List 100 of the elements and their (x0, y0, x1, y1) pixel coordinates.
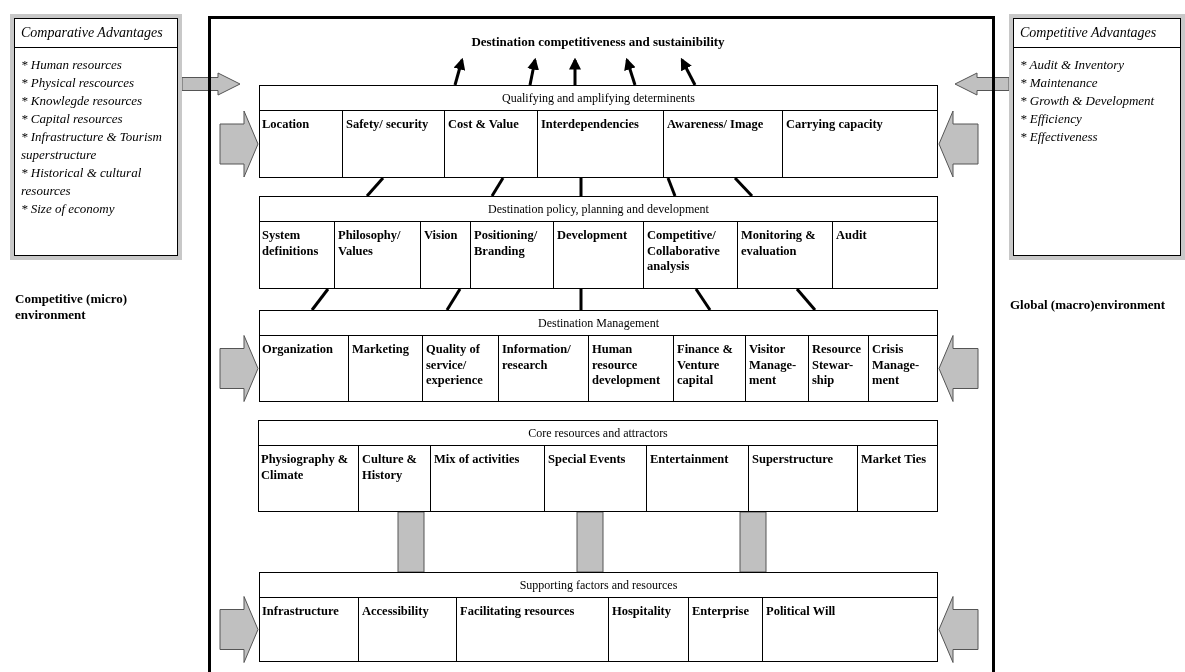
connector-line (795, 288, 817, 311)
factor-cell (470, 221, 553, 289)
factor-cell (537, 110, 663, 178)
factor-cell (673, 335, 745, 402)
block-arrow (219, 596, 259, 663)
factor-label: Facilitating resources (460, 604, 576, 620)
factor-cell (643, 221, 737, 289)
factor-cell (544, 445, 646, 512)
factor-label: Culture & History (362, 452, 418, 484)
factor-cell (430, 445, 544, 512)
factor-cell (342, 110, 444, 178)
factor-label: Infrastructure (262, 604, 340, 620)
factor-label: Awareness/ Image (667, 117, 765, 133)
outer-frame (208, 16, 995, 672)
factor-label: Political Will (766, 604, 837, 620)
tier-box (259, 310, 938, 402)
factor-label: Special Events (548, 452, 627, 468)
factor-label: Market Ties (861, 452, 928, 468)
factor-cell (868, 335, 938, 402)
arrow (527, 57, 539, 86)
factor-cell (456, 597, 608, 662)
factor-cell (688, 597, 762, 662)
block-arrow (938, 110, 979, 178)
pillar-connector (576, 511, 604, 573)
factor-label: Audit (836, 228, 868, 244)
factor-label: Quality of service/ experience (426, 342, 484, 389)
factor-label: Enterprise (692, 604, 750, 620)
factor-cell (857, 445, 938, 512)
connector-line (365, 177, 385, 197)
factor-label: Entertainment (650, 452, 730, 468)
connector-line (733, 176, 754, 198)
pillar-connector (397, 511, 425, 573)
tier-heading: Supporting factors and resources (519, 577, 678, 593)
factor-label: Mix of activities (434, 452, 521, 468)
list-item: * Audit & Inventory (1020, 56, 1126, 74)
factor-cell (808, 335, 868, 402)
list-item: * Knowlegde resources (21, 92, 144, 110)
list-item: * Effectiveness (1020, 128, 1099, 146)
block-arrow (938, 335, 979, 402)
factor-label: Carrying capacity (786, 117, 884, 133)
connector-line (445, 288, 462, 311)
factor-label: Resource Stewar- ship (812, 342, 863, 389)
pillar-connector (739, 511, 767, 573)
factor-label: Organization (262, 342, 334, 358)
factor-cell (748, 445, 857, 512)
factor-label: Human resource development (592, 342, 662, 389)
factor-label: Philosophy/ Values (338, 228, 402, 260)
block-arrow (219, 110, 259, 178)
factor-label: Positioning/ Branding (474, 228, 539, 260)
factor-label: Visitor Manage- ment (749, 342, 798, 389)
list-item: * Physical rescources (21, 74, 136, 92)
list-item: * Human resources (21, 56, 123, 74)
factor-label: Competitive/ Collaborative analysis (647, 228, 721, 275)
factor-label: Interdependencies (541, 117, 640, 133)
list-item: * Infrastructure & Tourism superstructure (21, 128, 163, 164)
tier-box (259, 85, 938, 178)
tier-box (258, 420, 938, 512)
panel-heading: Comparative Advantages (15, 19, 177, 48)
tier-heading: Destination Management (538, 315, 659, 331)
factor-cell (444, 110, 537, 178)
factor-cell (782, 110, 938, 178)
factor-label: Monitoring & evaluation (741, 228, 817, 260)
connector-line (694, 288, 712, 311)
factor-cell (348, 335, 422, 402)
tier-heading: Qualifying and amplifying determinents (502, 90, 695, 106)
factor-label: Physiography & Climate (261, 452, 350, 484)
environment-label: Competitive (micro) environment (15, 291, 129, 324)
tier-box (259, 196, 938, 289)
connector-line (579, 178, 583, 196)
panel-heading: Competitive Advantages (1014, 19, 1180, 48)
factor-cell (422, 335, 498, 402)
factor-label: Information/ research (502, 342, 572, 374)
connector-line (310, 288, 330, 311)
factor-cell (358, 445, 430, 512)
factor-cell (608, 597, 688, 662)
list-item: * Maintenance (1020, 74, 1099, 92)
tier-box (259, 572, 938, 662)
list-item: * Size of economy (21, 200, 116, 218)
factor-label: Development (557, 228, 629, 244)
connector-line (666, 177, 677, 197)
connector-line (579, 289, 583, 310)
list-item: * Growth & Development (1020, 92, 1156, 110)
list-item: * Capital resources (21, 110, 124, 128)
factor-label: Vision (424, 228, 459, 244)
factor-cell (745, 335, 808, 402)
factor-cell (420, 221, 470, 289)
arrow (680, 57, 697, 86)
tier-heading: Core resources and attractors (528, 425, 668, 441)
factor-cell (553, 221, 643, 289)
arrow (624, 57, 637, 86)
tier-heading: Destination policy, planning and development (488, 201, 709, 217)
block-arrow (219, 335, 259, 402)
factor-label: Accessibility (362, 604, 430, 620)
factor-label: Marketing (352, 342, 410, 358)
list-item: * Efficiency (1020, 110, 1083, 128)
factor-cell (334, 221, 420, 289)
factor-cell (358, 597, 456, 662)
factor-cell (498, 335, 588, 402)
factor-cell (737, 221, 832, 289)
outcome-label: Destination competitiveness and sustainibility (471, 34, 725, 49)
